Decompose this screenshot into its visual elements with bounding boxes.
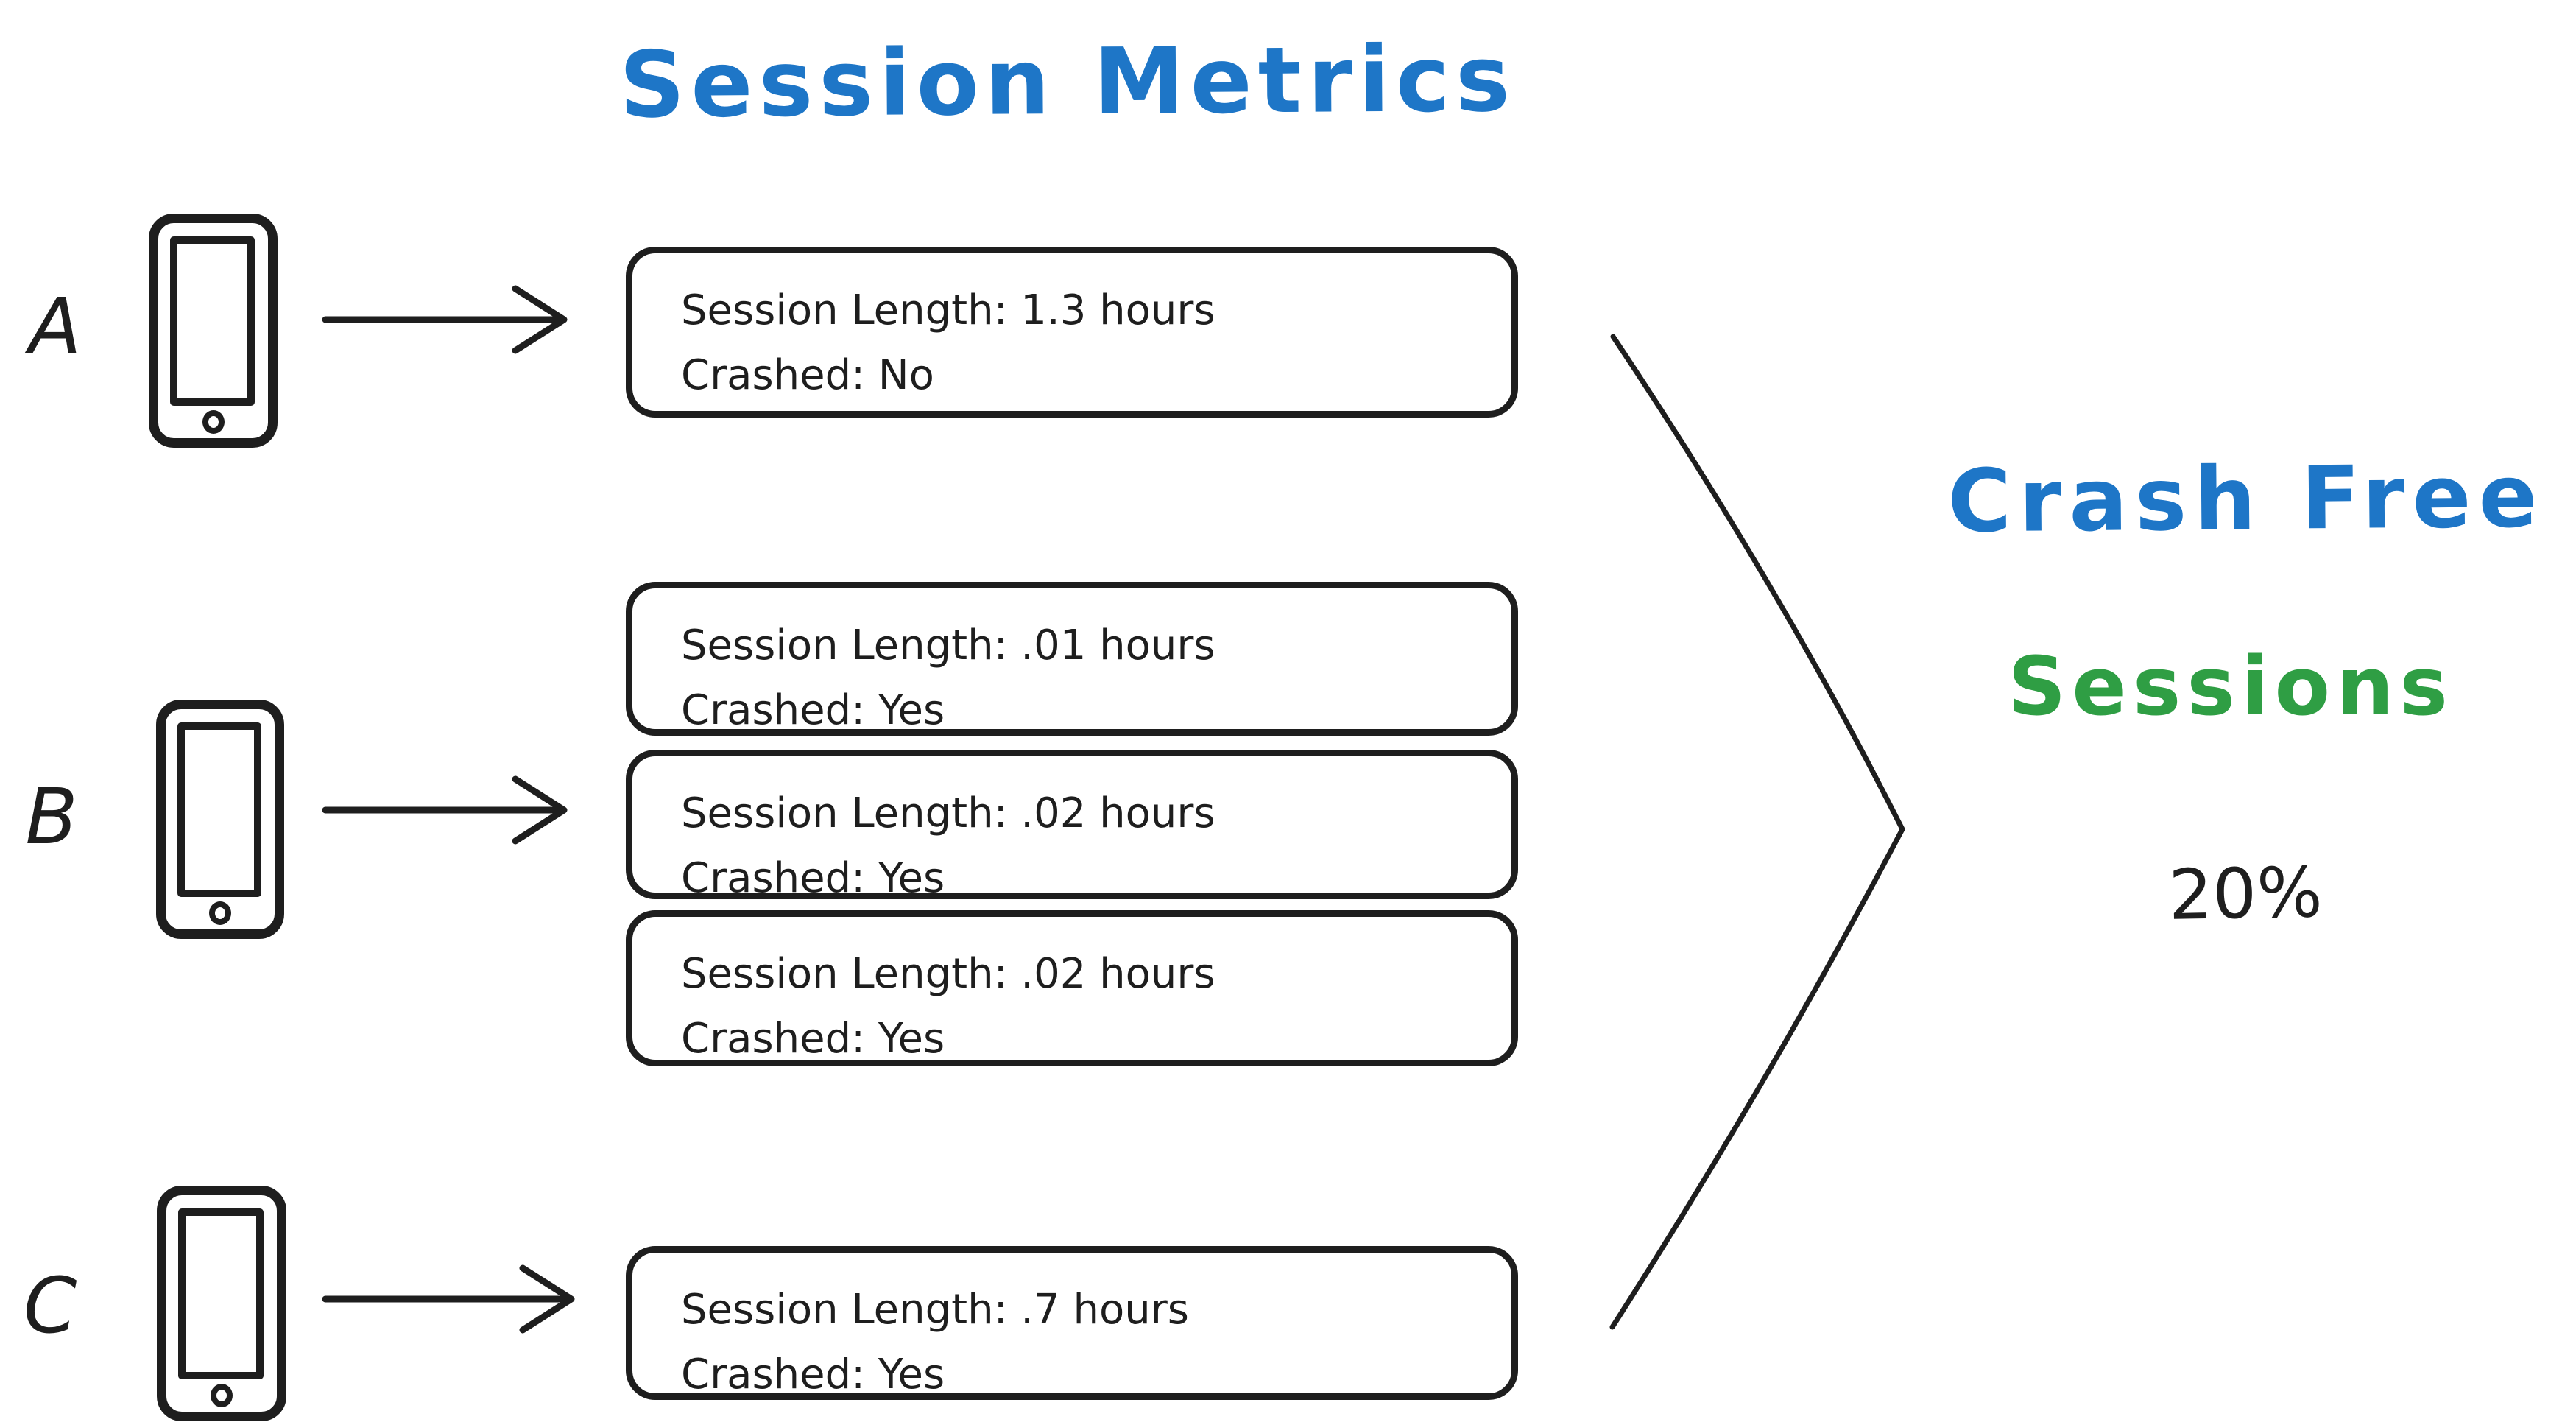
result-title-line1: Crash Free: [1947, 445, 2546, 552]
phone-c-icon: [157, 1186, 286, 1421]
device-c-label: C: [23, 1261, 77, 1351]
session-box-a1: Session Length: 1.3 hours Crashed: No: [626, 247, 1518, 418]
session-box-b2: Session Length: .02 hours Crashed: Yes: [626, 750, 1518, 902]
arrow-b-icon: [322, 775, 568, 845]
phone-home-button-icon: [202, 410, 225, 434]
session-length-text: Session Length: .02 hours: [681, 950, 1215, 998]
session-length-text: Session Length: .02 hours: [681, 789, 1215, 837]
crashed-text: Crashed: Yes: [681, 1351, 945, 1398]
session-length-text: Session Length: .7 hours: [681, 1286, 1189, 1334]
result-percentage: 20%: [2167, 853, 2323, 936]
phone-screen: [178, 1208, 264, 1379]
device-b-label: B: [25, 772, 78, 862]
session-length-text: Session Length: .01 hours: [681, 622, 1215, 669]
phone-a-icon: [149, 214, 278, 448]
crashed-text: Crashed: Yes: [681, 1015, 945, 1063]
arrow-c-icon: [322, 1264, 575, 1334]
crashed-text: Crashed: Yes: [681, 686, 945, 734]
session-box-c1: Session Length: .7 hours Crashed: Yes: [626, 1246, 1518, 1400]
result-title-line2: Sessions: [2008, 639, 2454, 733]
phone-home-button-icon: [211, 1384, 233, 1407]
crashed-text: Crashed: Yes: [681, 854, 945, 902]
session-box-b1: Session Length: .01 hours Crashed: Yes: [626, 582, 1518, 736]
device-a-label: A: [29, 281, 82, 371]
phone-home-button-icon: [209, 901, 231, 925]
phone-screen: [177, 722, 261, 897]
merge-chevron-icon: [1609, 334, 1905, 1330]
phone-screen: [170, 236, 255, 406]
session-length-text: Session Length: 1.3 hours: [681, 286, 1215, 334]
arrow-a-icon: [322, 285, 568, 354]
phone-b-icon: [156, 700, 284, 939]
session-box-b3: Session Length: .02 hours Crashed: Yes: [626, 910, 1518, 1066]
crashed-text: Crashed: No: [681, 351, 934, 399]
